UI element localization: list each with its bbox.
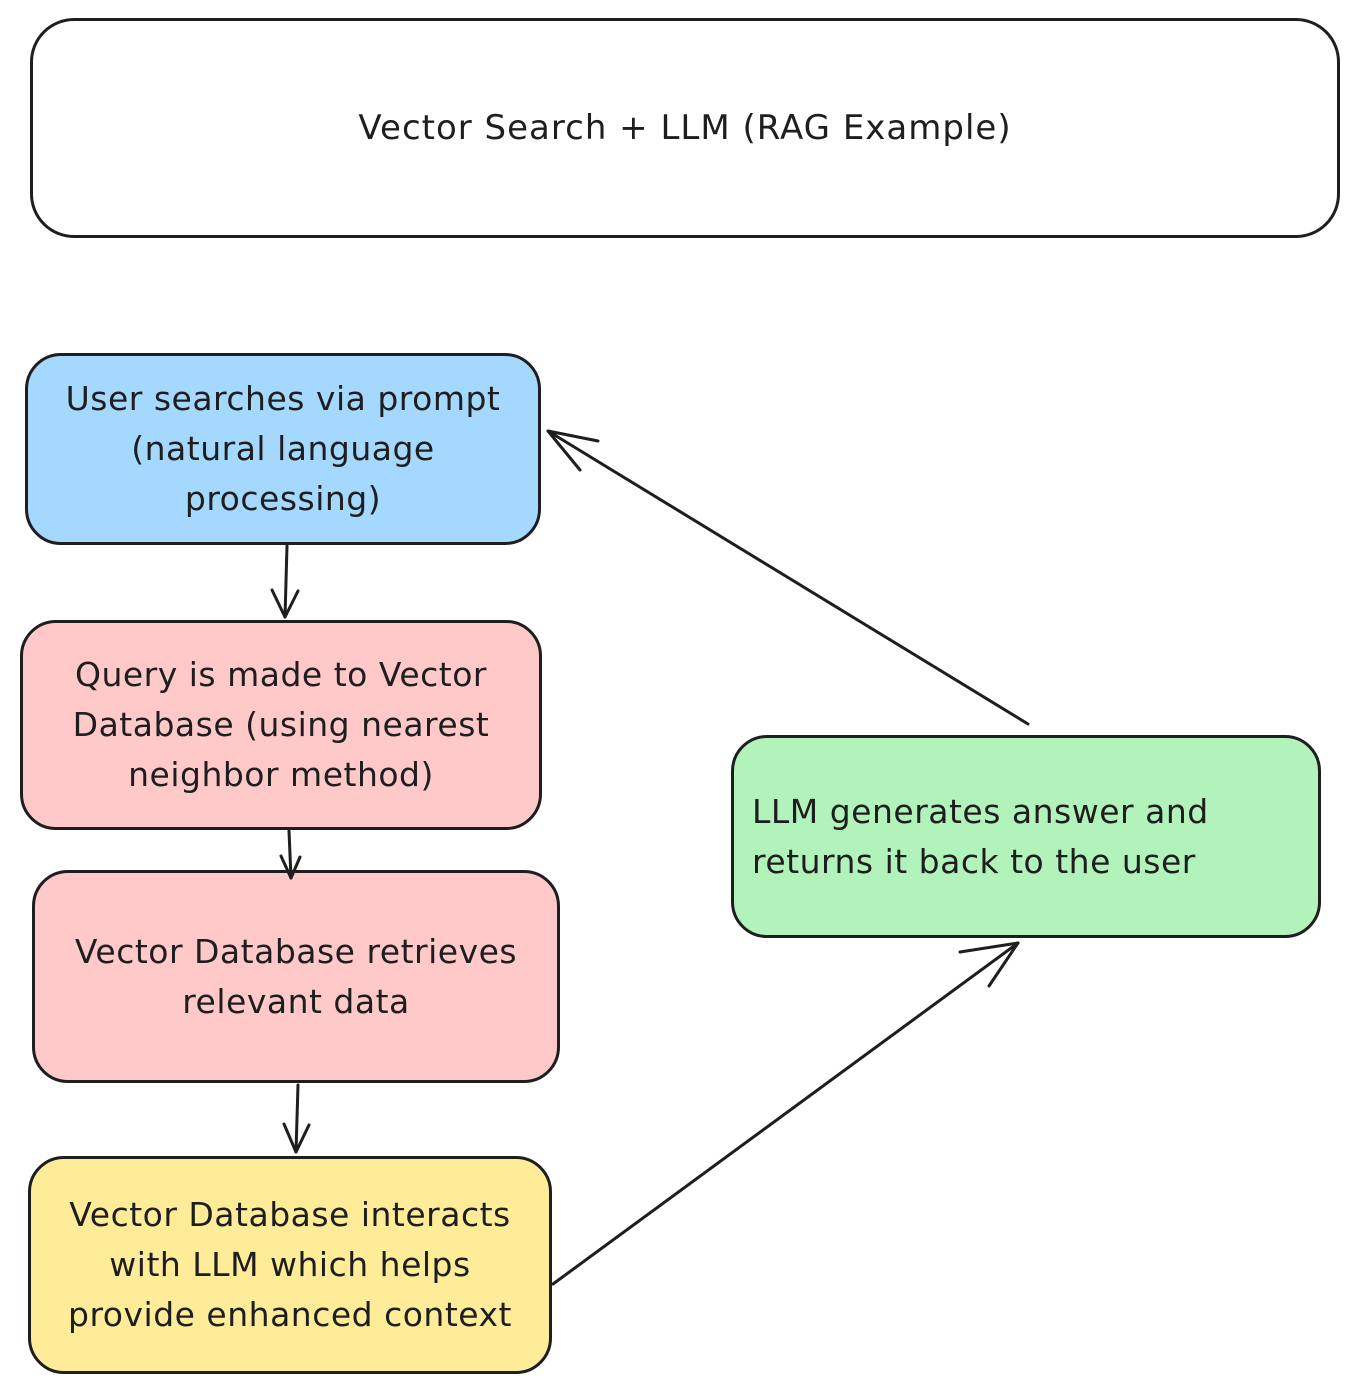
arrow-answer-to-user: [546, 429, 1030, 726]
node-query-vector-db: Query is made to Vector Database (using …: [20, 620, 542, 830]
node-retrieve-data: Vector Database retrieves relevant data: [32, 870, 560, 1083]
node-user-search-label: User searches via prompt (natural langua…: [65, 379, 501, 518]
arrow-interact-to-answer: [551, 941, 1020, 1286]
node-interact-llm: Vector Database interacts with LLM which…: [28, 1156, 552, 1374]
node-user-search: User searches via prompt (natural langua…: [25, 353, 541, 545]
arrow-retrieve-to-interact: [282, 1083, 311, 1154]
node-llm-answer: LLM generates answer and returns it back…: [731, 735, 1321, 938]
node-answer-label: LLM generates answer and returns it back…: [752, 791, 1209, 881]
node-interact-label: Vector Database interacts with LLM which…: [68, 1195, 512, 1334]
diagram-title-box: Vector Search + LLM (RAG Example): [30, 18, 1340, 238]
diagram-title: Vector Search + LLM (RAG Example): [358, 108, 1012, 148]
node-retrieve-label: Vector Database retrieves relevant data: [74, 931, 518, 1021]
node-query-label: Query is made to Vector Database (using …: [72, 655, 490, 794]
arrow-user-to-query: [270, 544, 300, 619]
